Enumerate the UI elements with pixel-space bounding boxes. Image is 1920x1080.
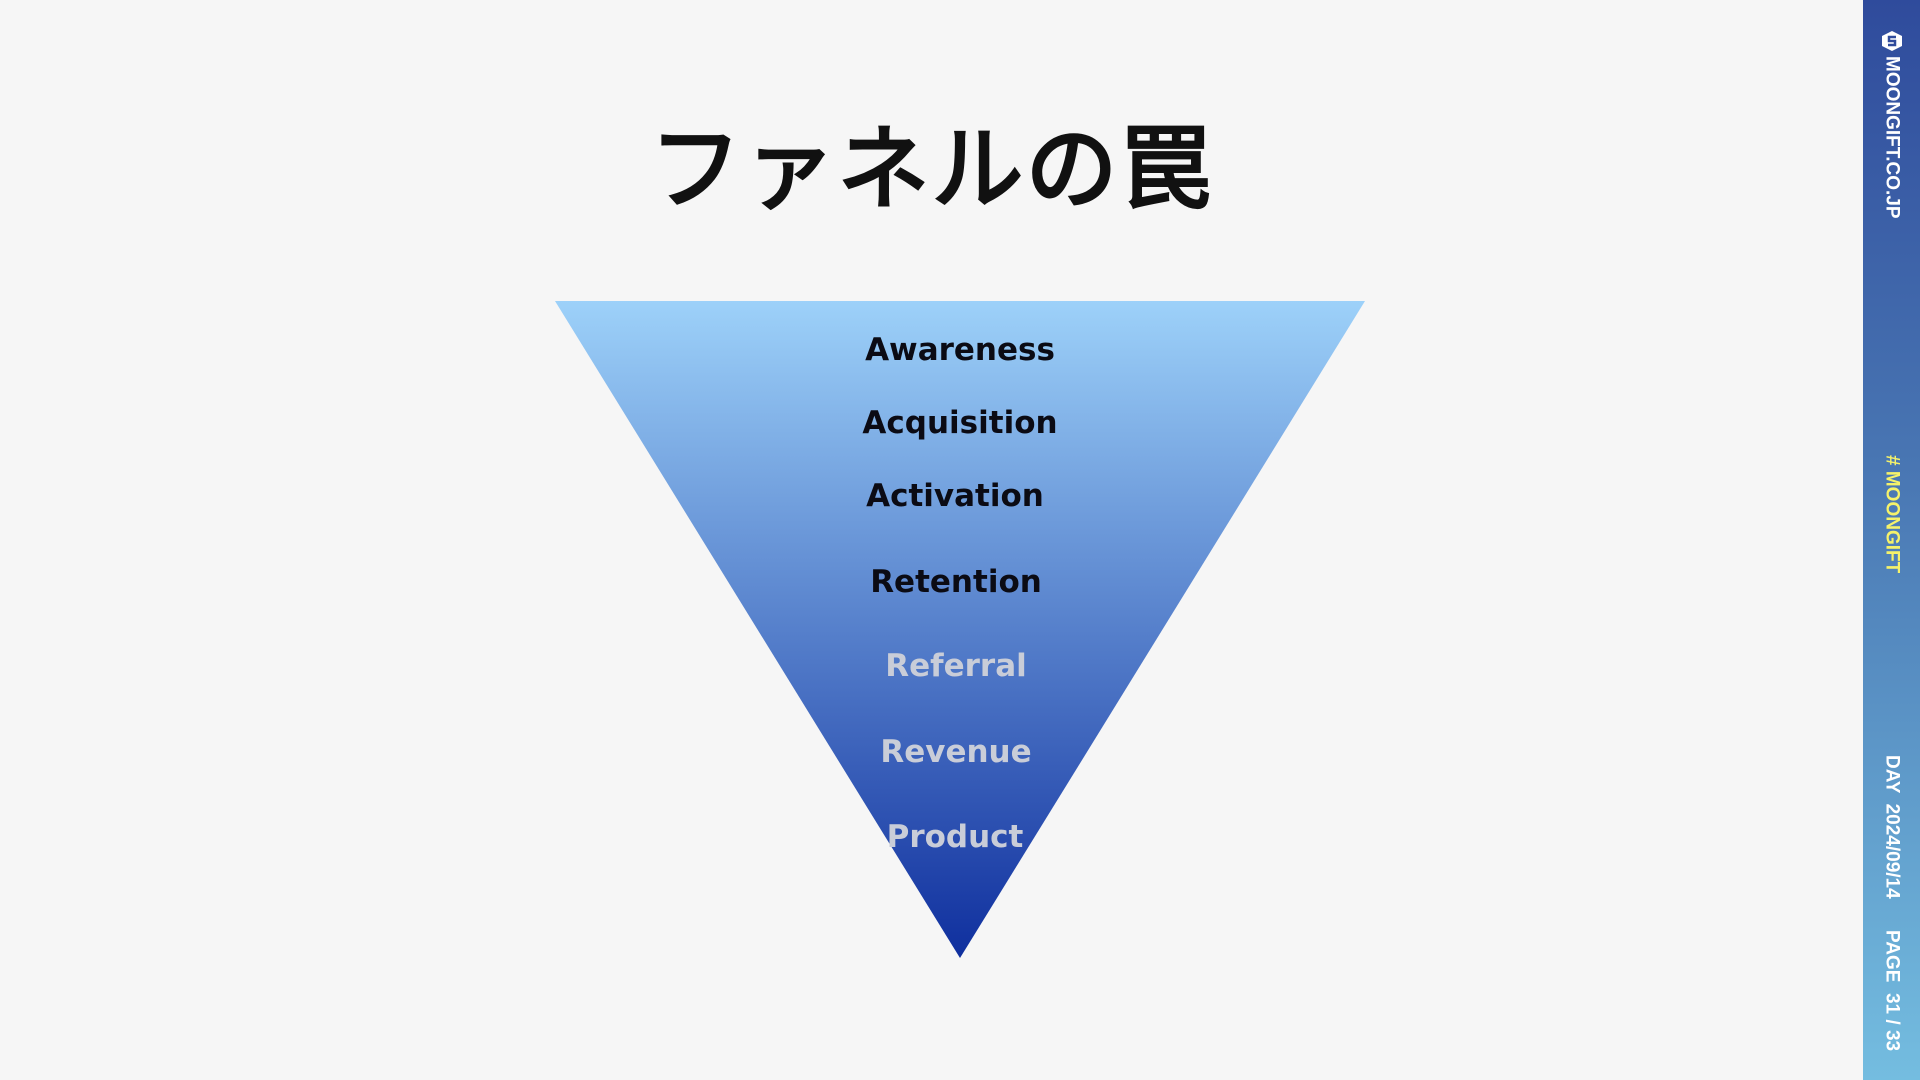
date-label: DAY 2024/09/14 (1881, 755, 1903, 899)
funnel-stage-awareness: Awareness (865, 332, 1055, 368)
funnel-stage-product: Product (886, 819, 1024, 855)
funnel-shape (555, 301, 1365, 958)
moongift-logo-icon (1882, 31, 1902, 51)
funnel-stage-acquisition: Acquisition (862, 405, 1058, 441)
site-url: MOONGIFT.CO.JP (1881, 56, 1903, 219)
funnel-stage-activation: Activation (866, 478, 1044, 514)
page-number: PAGE 31 / 33 (1881, 930, 1903, 1052)
funnel-stage-revenue: Revenue (880, 734, 1032, 770)
funnel-stage-retention: Retention (870, 564, 1042, 600)
funnel-stage-referral: Referral (885, 648, 1027, 684)
sidebar: MOONGIFT.CO.JP # MOONGIFT DAY 2024/09/14… (1863, 0, 1920, 1080)
funnel-triangle (555, 301, 1365, 958)
hashtag: # MOONGIFT (1881, 455, 1903, 574)
slide-title: ファネルの罠 (649, 116, 1214, 223)
